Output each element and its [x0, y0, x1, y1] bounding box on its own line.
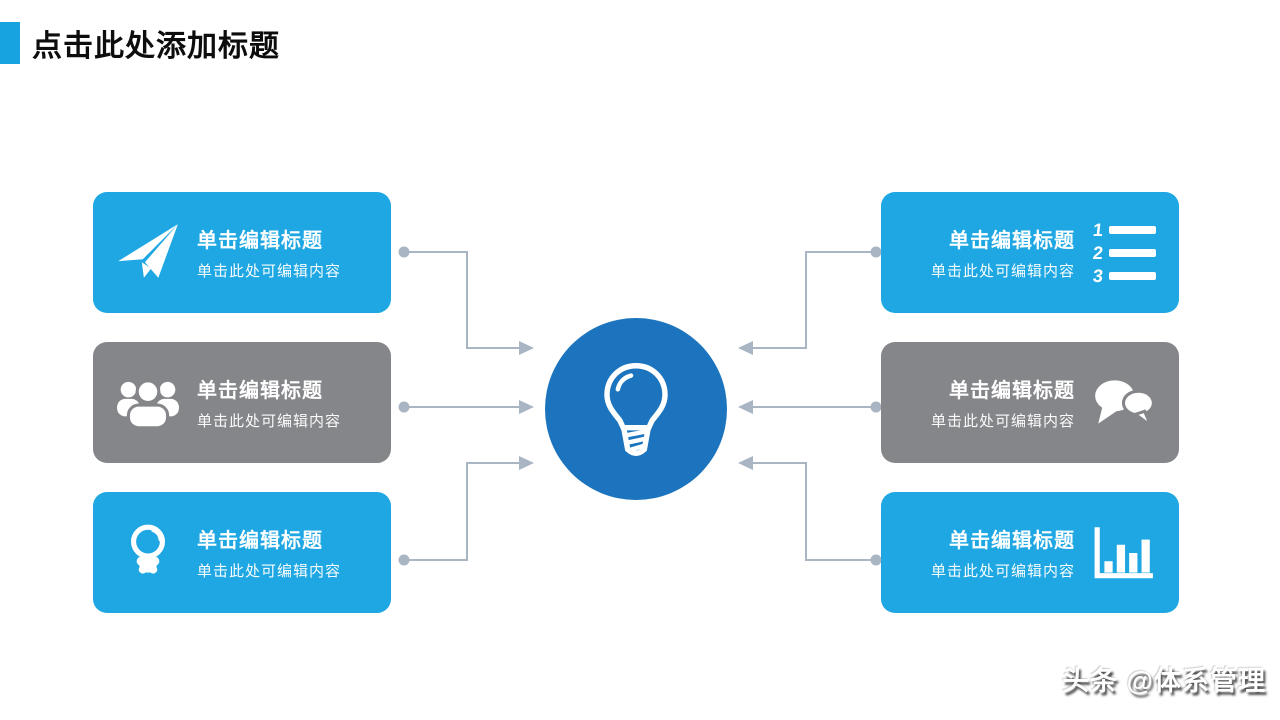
card-title: 单击编辑标题: [949, 230, 1075, 252]
card-title: 单击编辑标题: [197, 380, 323, 402]
slide-title-placeholder[interactable]: 点击此处添加标题: [32, 30, 280, 63]
paper-plane-icon: [115, 220, 181, 286]
card-title: 单击编辑标题: [197, 530, 323, 552]
lightbulb-icon: [604, 363, 668, 456]
card-subtitle: 单击此处可编辑内容: [197, 413, 342, 430]
chat-bubbles-icon: [1091, 370, 1157, 436]
card-subtitle: 单击此处可编辑内容: [930, 413, 1075, 430]
card-left-top[interactable]: 单击编辑标题 单击此处可编辑内容: [93, 192, 391, 313]
card-title: 单击编辑标题: [949, 380, 1075, 402]
card-left-middle[interactable]: 单击编辑标题 单击此处可编辑内容: [93, 342, 391, 463]
lightbulb-icon: [115, 520, 181, 586]
card-right-bottom[interactable]: 单击编辑标题 单击此处可编辑内容: [881, 492, 1179, 613]
card-subtitle: 单击此处可编辑内容: [930, 563, 1075, 580]
users-icon: [115, 370, 181, 436]
card-right-top[interactable]: 单击编辑标题 单击此处可编辑内容 1 2 3: [881, 192, 1179, 313]
title-accent-bar: [0, 22, 20, 64]
card-title: 单击编辑标题: [197, 230, 323, 252]
card-subtitle: 单击此处可编辑内容: [930, 263, 1075, 280]
card-subtitle: 单击此处可编辑内容: [197, 263, 342, 280]
bar-chart-icon: [1091, 520, 1157, 586]
slide-header: 点击此处添加标题: [0, 22, 280, 64]
numbered-list-icon: 1 2 3: [1091, 220, 1157, 286]
card-left-bottom[interactable]: 单击编辑标题 单击此处可编辑内容: [93, 492, 391, 613]
card-right-middle[interactable]: 单击编辑标题 单击此处可编辑内容: [881, 342, 1179, 463]
card-title: 单击编辑标题: [949, 530, 1075, 552]
card-subtitle: 单击此处可编辑内容: [197, 563, 342, 580]
watermark: 头条 @体系管理: [1062, 666, 1266, 696]
center-idea-circle: [545, 318, 727, 500]
